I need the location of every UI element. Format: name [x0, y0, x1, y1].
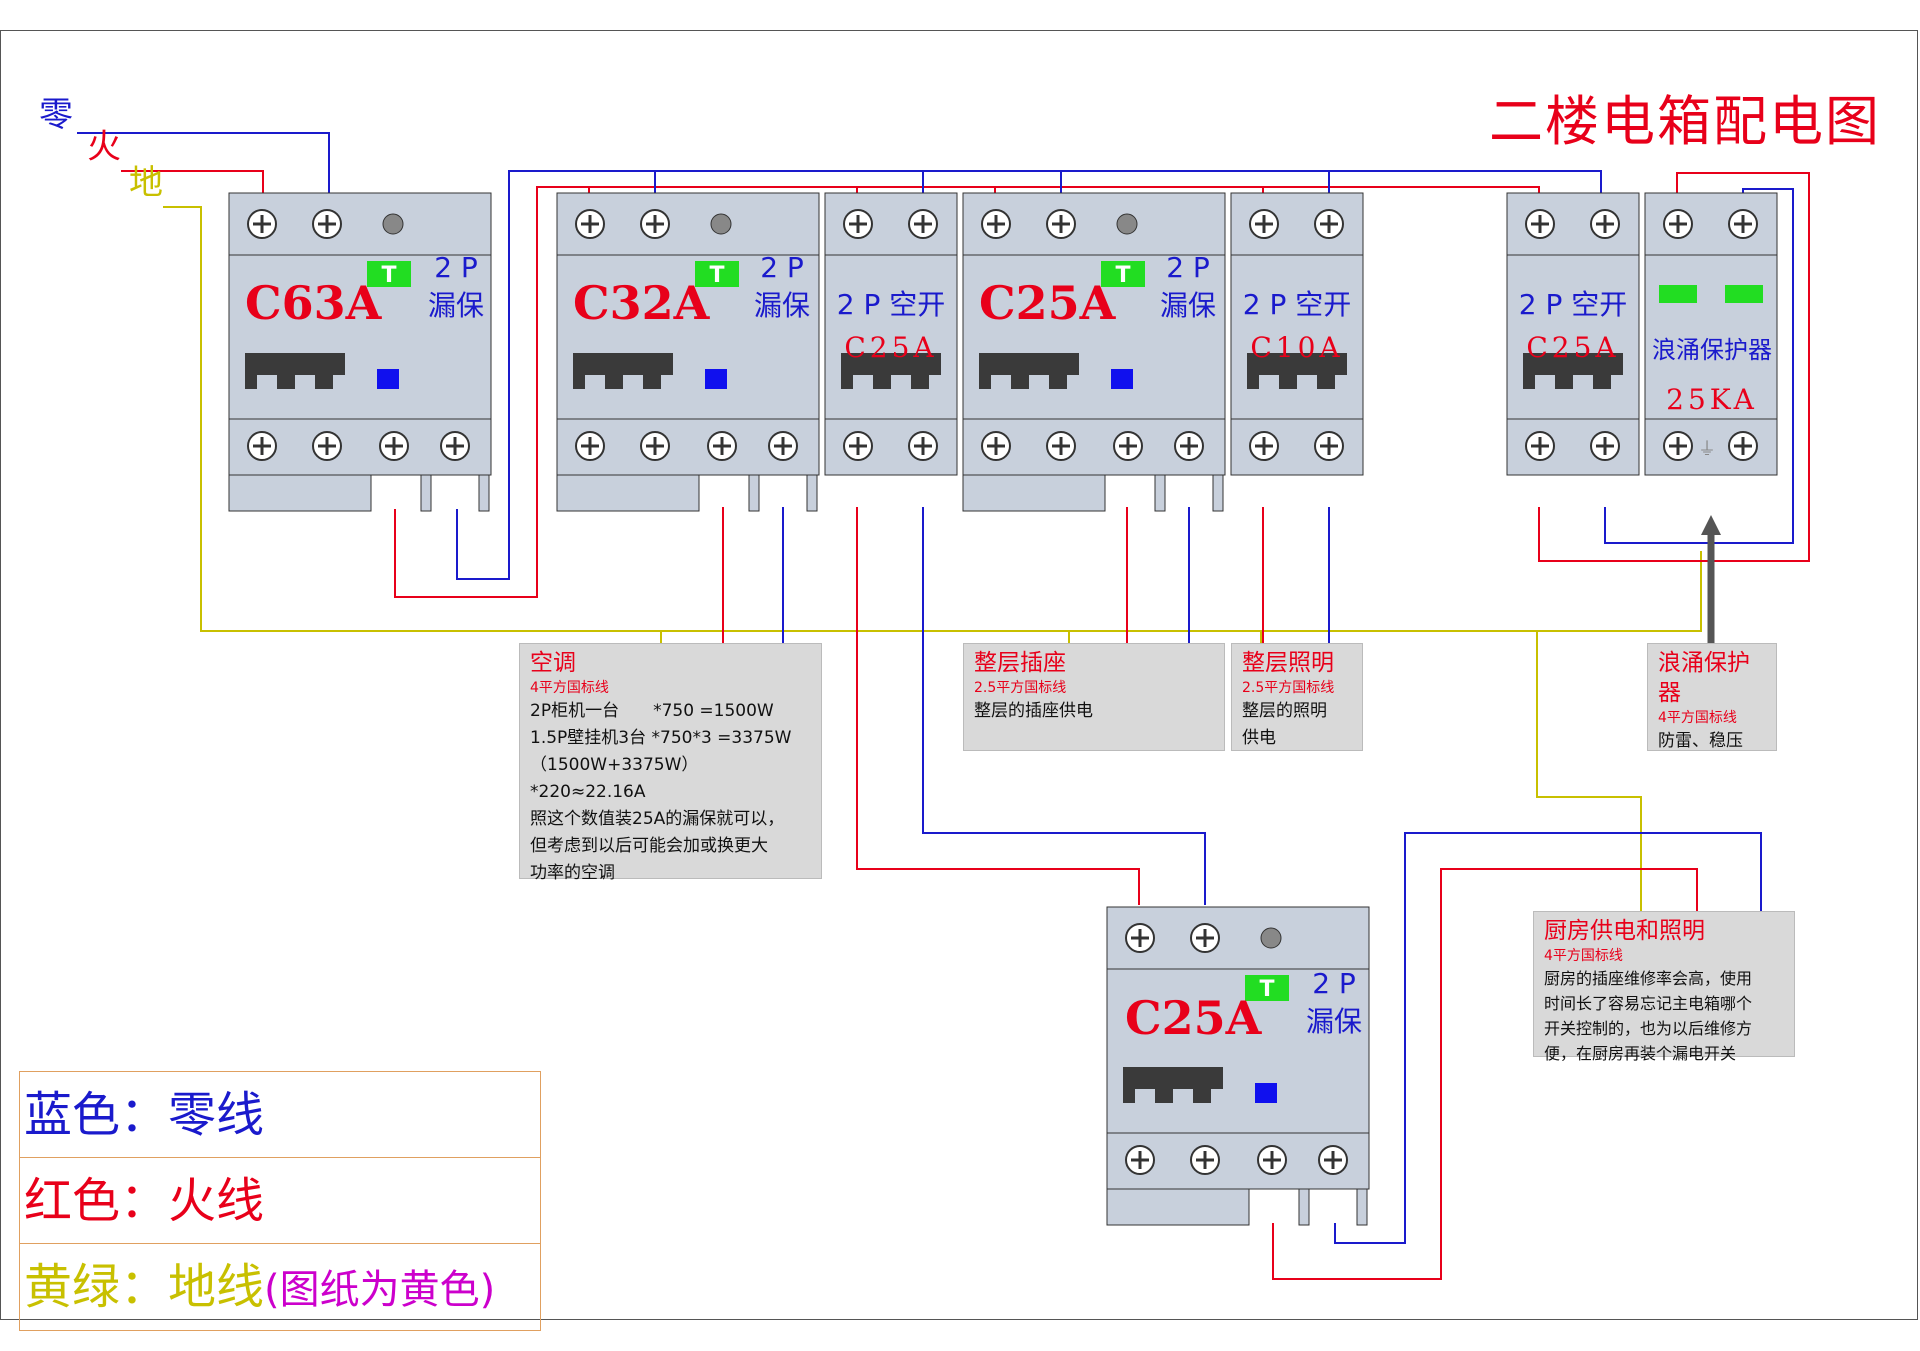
switch-c25-type: 2 P 空开	[836, 288, 946, 321]
ac-breaker-pin	[748, 474, 760, 512]
live-kitchen-loop	[1272, 868, 1698, 1280]
test-button-tag	[695, 261, 739, 287]
switch-c25-rating: C25A	[844, 331, 938, 364]
socket-breaker-body	[962, 254, 1226, 420]
test-button-t: T	[1259, 977, 1274, 1002]
spd-switch-body	[1506, 254, 1640, 420]
legend-neutral: 蓝色：零线	[20, 1072, 540, 1158]
spd-type: 浪涌保护器	[1652, 336, 1772, 364]
breaker-handle	[1123, 1067, 1223, 1103]
spd-switch-type: 2 P 空开	[1518, 288, 1628, 321]
ac-breaker-rating: C32A	[573, 276, 710, 330]
spd-window	[1725, 285, 1763, 303]
test-button-t: T	[709, 263, 724, 288]
trip-indicator	[377, 369, 399, 389]
test-button-tag	[1101, 261, 1145, 287]
socket-breaker-pin	[1154, 474, 1166, 512]
trip-indicator	[1255, 1083, 1277, 1103]
kitchen-breaker-pin	[1356, 1188, 1368, 1226]
breaker-handle	[841, 353, 941, 389]
wiring-diagram: T T T ⏚ T	[77, 132, 1810, 1280]
main-breaker-pin	[478, 474, 490, 512]
live-spd	[1538, 172, 1810, 562]
lighting-breaker-rating: C10A	[1250, 331, 1344, 364]
kitchen-breaker-body	[1106, 968, 1370, 1134]
spd-rating: 25KA	[1666, 383, 1758, 416]
legend-earth: 黄绿：地线(图纸为黄色)	[24, 1259, 496, 1315]
kitchen-breaker-pin	[1298, 1188, 1310, 1226]
indicator-light	[710, 213, 732, 235]
spd-window	[1659, 285, 1697, 303]
legend-live: 红色：火线	[20, 1158, 540, 1244]
main-breaker-body	[228, 254, 492, 420]
trip-indicator	[705, 369, 727, 389]
earth-main-bus	[163, 206, 1537, 632]
earth-to-spd	[1537, 551, 1702, 632]
earth-to-kitchen	[1536, 631, 1642, 911]
socket-breaker-rating: C25A	[979, 276, 1116, 330]
spd-note: 浪涌保护器 4平方国标线 防雷、稳压	[1647, 643, 1777, 751]
kitchen-note: 厨房供电和照明 4平方国标线 厨房的插座维修率会高，使用 时间长了容易忘记主电箱…	[1533, 911, 1795, 1063]
test-button-tag	[367, 261, 411, 287]
ac-breaker-body	[556, 254, 820, 420]
page-title: 二楼电箱配电图	[1489, 90, 1881, 153]
breaker-handle	[979, 353, 1079, 389]
switch-c25-body	[824, 254, 958, 420]
lighting-breaker-type: 2 P 空开	[1242, 288, 1352, 321]
ac-note: 空调 4平方国标线 2P柜机一台 *750 =1500W 1.5P壁挂机3台 *…	[519, 643, 822, 883]
neutral-bus	[456, 170, 1602, 580]
test-button-tag	[1245, 975, 1289, 1001]
main-breaker-rating: C63A	[245, 276, 382, 330]
socket-breaker-base	[962, 474, 1106, 512]
socket-note: 整层插座 2.5平方国标线 整层的插座供电	[963, 643, 1225, 751]
ac-breaker-base	[556, 474, 700, 512]
breaker-handle	[1523, 353, 1623, 389]
breaker-handle	[1247, 353, 1347, 389]
earth-wire-label: 地	[129, 163, 163, 203]
kitchen-breaker-base	[1106, 1188, 1250, 1226]
live-wire-label: 火	[87, 127, 121, 167]
neutral-kitchen-loop	[1334, 832, 1762, 1244]
breaker-handle	[573, 353, 673, 389]
indicator-light	[1260, 927, 1282, 949]
ac-breaker-pin	[806, 474, 818, 512]
lighting-note: 整层照明 2.5平方国标线 整层的照明 供电	[1231, 643, 1363, 751]
neutral-kitchen-in	[922, 507, 1206, 905]
lighting-breaker-body	[1230, 254, 1364, 420]
indicator-light	[382, 213, 404, 235]
ground-symbol: ⏚	[1698, 439, 1716, 460]
ground-arrow-head	[1701, 515, 1721, 535]
test-button-t: T	[1115, 263, 1130, 288]
live-kitchen-in	[856, 507, 1140, 905]
indicator-light	[1116, 213, 1138, 235]
color-legend: 蓝色：零线 红色：火线 黄绿：地线(图纸为黄色)	[19, 1071, 541, 1331]
kitchen-breaker-rating: C25A	[1125, 991, 1262, 1045]
socket-breaker-pin	[1212, 474, 1224, 512]
spd-switch-rating: C25A	[1526, 331, 1620, 364]
main-breaker-pin	[420, 474, 432, 512]
trip-indicator	[1111, 369, 1133, 389]
test-button-t: T	[381, 263, 396, 288]
breaker-handle	[245, 353, 345, 389]
main-breaker-base	[228, 474, 372, 512]
neutral-wire-label: 零	[39, 95, 73, 135]
